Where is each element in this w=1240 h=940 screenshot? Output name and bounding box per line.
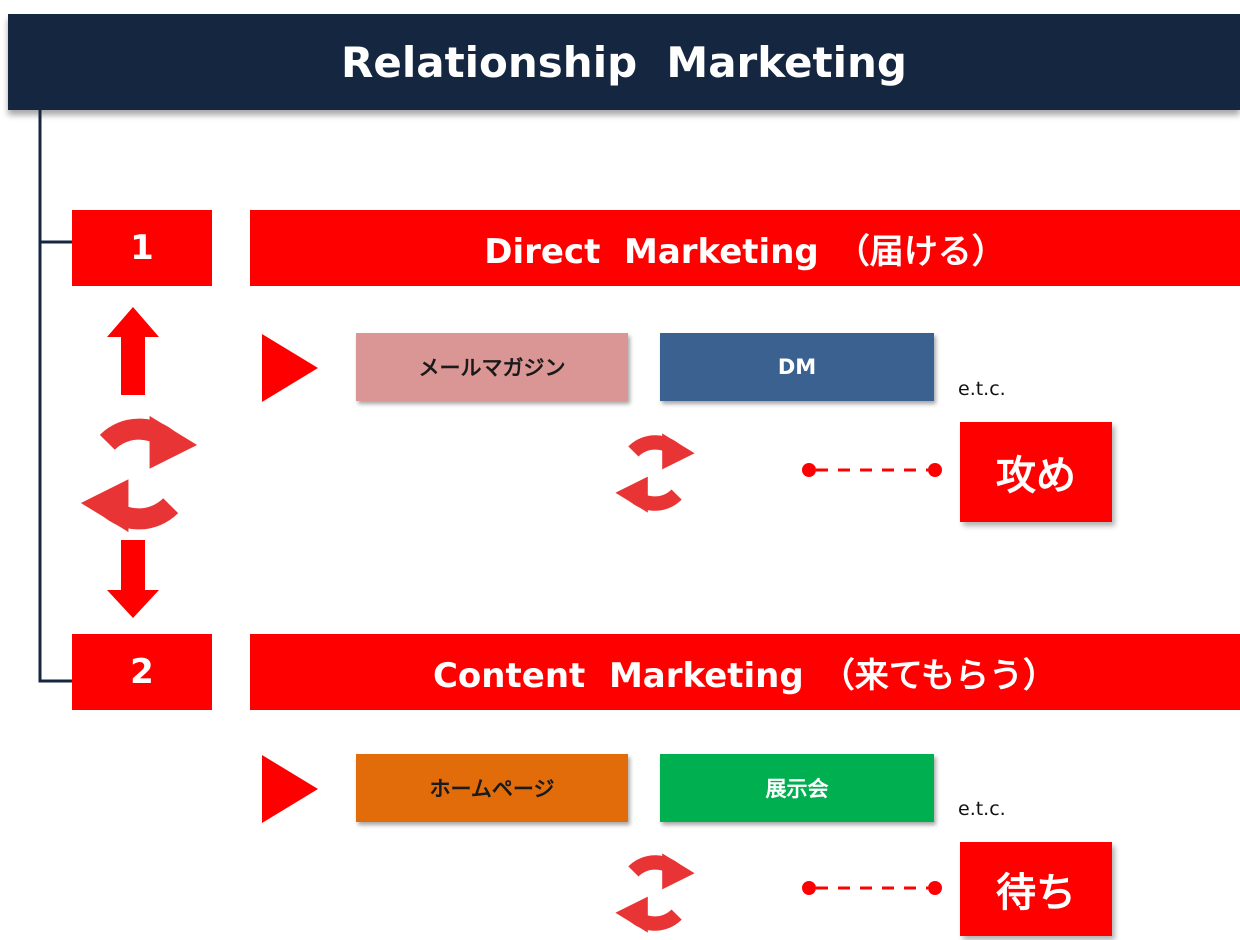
dashed-connector: [802, 881, 942, 895]
stance-wait: 待ち: [960, 842, 1112, 936]
refresh-cycle-large-icon: [80, 415, 198, 533]
arrow-down-icon: [107, 540, 159, 618]
section-number-1: 1: [72, 210, 212, 286]
refresh-cycle-icon: [615, 853, 695, 933]
section-title-content-marketing: Content Marketing （来てもらう）: [250, 634, 1240, 710]
tag-mail-magazine: メールマガジン: [356, 333, 628, 401]
arrow-up-icon: [107, 307, 159, 395]
dashed-connector: [802, 463, 942, 477]
section-number-2: 2: [72, 634, 212, 710]
etc-label: e.t.c.: [958, 798, 1006, 820]
play-triangle-icon: [262, 334, 318, 402]
page-title: Relationship Marketing: [8, 14, 1240, 110]
section-title-direct-marketing: Direct Marketing （届ける）: [250, 210, 1240, 286]
play-triangle-icon: [262, 755, 318, 823]
refresh-cycle-icon: [615, 433, 695, 513]
tag-dm: DM: [660, 333, 934, 401]
etc-label: e.t.c.: [958, 378, 1006, 400]
stance-attack: 攻め: [960, 422, 1112, 522]
tag-homepage: ホームページ: [356, 754, 628, 822]
tag-exhibition: 展示会: [660, 754, 934, 822]
